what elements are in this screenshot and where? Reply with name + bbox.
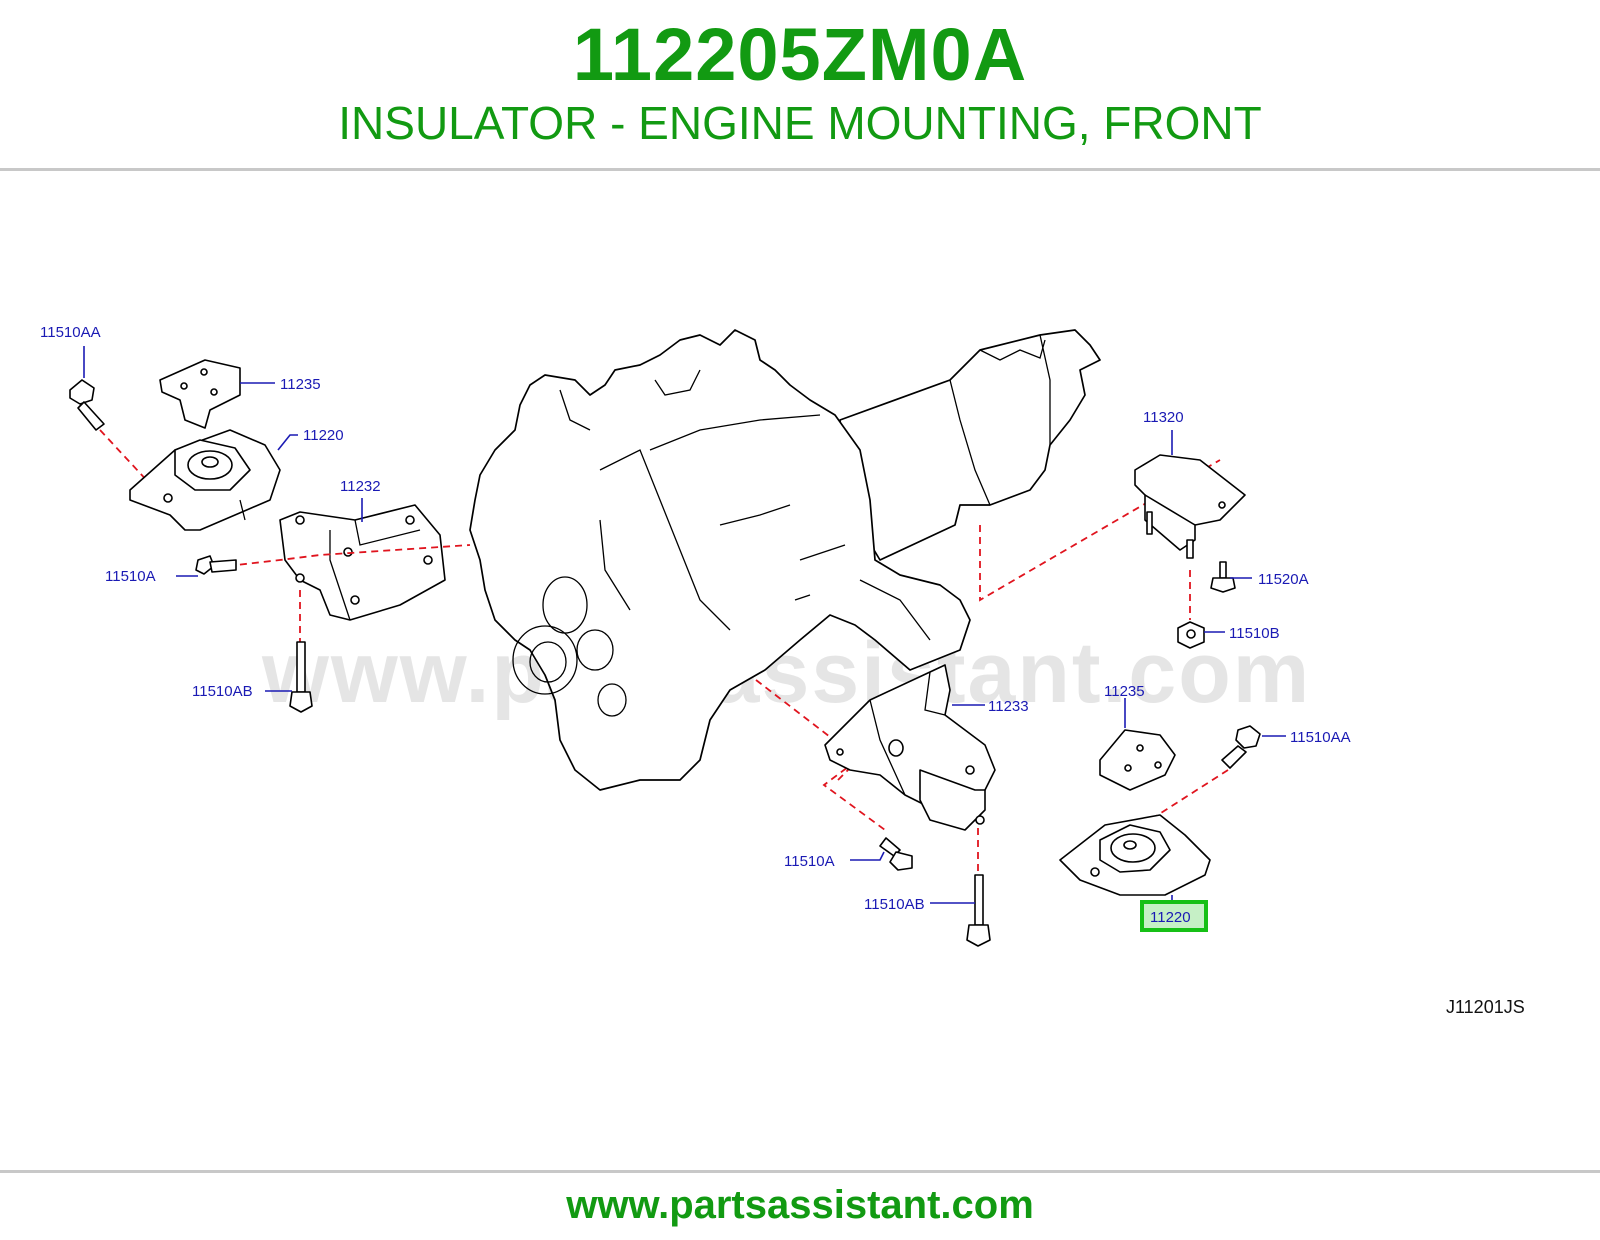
mount-11320-illustration (1134, 454, 1246, 559)
callout-11220-left[interactable]: 11220 (303, 427, 344, 444)
bolt-11510aa-right-illustration (1221, 725, 1261, 769)
bolt-11510aa-left-illustration (69, 379, 105, 431)
callout-11510a-right[interactable]: 11510A (784, 853, 835, 870)
nut-11520a-illustration (1210, 561, 1236, 593)
callout-11235-left[interactable]: 11235 (280, 376, 321, 393)
callout-11235-right[interactable]: 11235 (1104, 683, 1145, 700)
callout-11220-right-highlighted[interactable]: 11220 (1150, 909, 1191, 926)
leader-lines (83, 346, 1286, 905)
highlight-box-11220 (1140, 900, 1208, 932)
callout-11232[interactable]: 11232 (340, 478, 381, 495)
bolt-11510a-left-illustration (195, 555, 237, 575)
callout-11510ab-right[interactable]: 11510AB (864, 896, 925, 913)
diagram-code: J11201JS (1446, 997, 1525, 1017)
callout-11510ab-left[interactable]: 11510AB (192, 683, 253, 700)
engine-transmission-illustration (469, 329, 1101, 791)
nut-11510b-illustration (1177, 621, 1205, 649)
plate-11235-left-illustration (159, 359, 241, 429)
bolt-11510ab-right-illustration (966, 874, 991, 947)
part-name-subtitle: INSULATOR - ENGINE MOUNTING, FRONT (338, 97, 1262, 149)
callout-11510aa-left[interactable]: 11510AA (40, 324, 101, 341)
bolt-11510a-right-illustration (879, 837, 913, 871)
part-number-title: 112205ZM0A (572, 13, 1028, 96)
bracket-11233-illustration (824, 664, 996, 831)
plate-11235-right-illustration (1099, 729, 1176, 791)
bracket-11232-illustration (279, 504, 446, 621)
insulator-11220-left-illustration (129, 429, 281, 531)
callout-11233[interactable]: 11233 (988, 698, 1029, 715)
callout-11510b[interactable]: 11510B (1229, 625, 1280, 642)
callout-11510aa-right[interactable]: 11510AA (1290, 729, 1351, 746)
callout-11320[interactable]: 11320 (1143, 409, 1184, 426)
footer-divider (0, 1170, 1600, 1173)
callout-11510a-left[interactable]: 11510A (105, 568, 156, 585)
header-divider (0, 168, 1600, 171)
callout-11520a[interactable]: 11520A (1258, 571, 1309, 588)
footer-url-link[interactable]: www.partsassistant.com (566, 1183, 1034, 1227)
insulator-11220-right-illustration (1059, 814, 1211, 896)
bolt-11510ab-left-illustration (289, 641, 313, 713)
